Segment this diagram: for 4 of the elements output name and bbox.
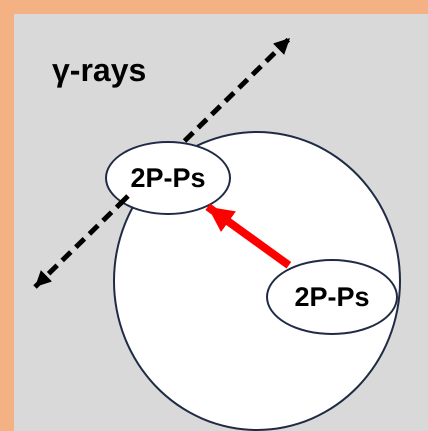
arrow [205, 203, 292, 269]
node-label: 2P-Ps [130, 162, 206, 194]
gamma-ray-label: γ-rays [52, 52, 146, 89]
node-label: 2P-Ps [294, 282, 370, 312]
